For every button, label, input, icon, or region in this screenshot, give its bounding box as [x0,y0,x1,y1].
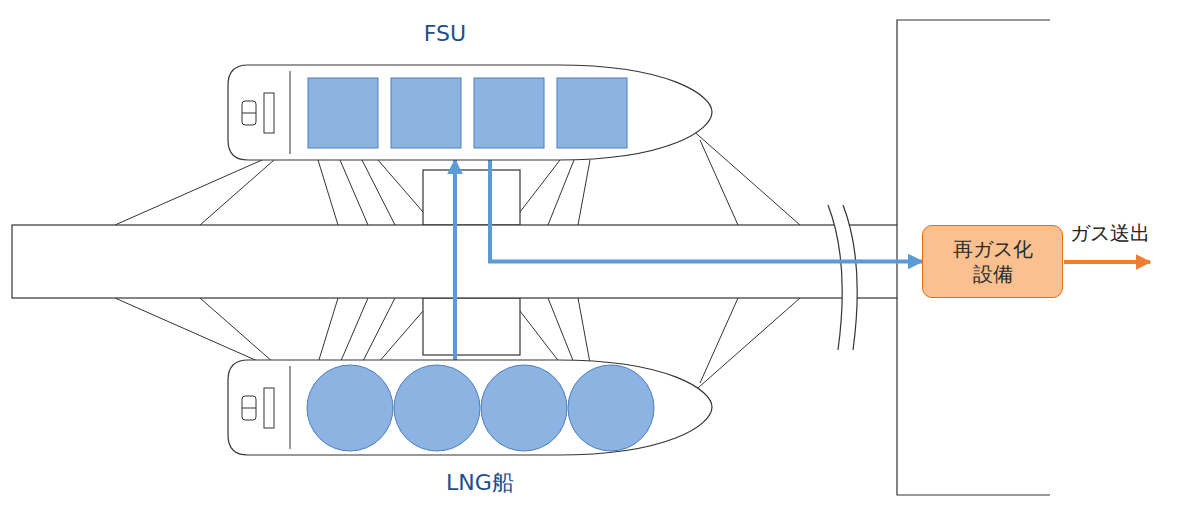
ship-outline [228,65,712,160]
box-label: 再ガス化 設備 [945,237,1041,287]
lng-flow-arrow [453,160,457,360]
ship-node: LNG船 [228,360,712,455]
tanks [307,365,654,451]
break-mark [828,205,857,350]
ship-name: LNG船 [430,468,530,498]
gas-outflow-arrow [1064,260,1150,264]
output-label: ガス送出 [1070,220,1150,247]
process-box: 再ガス化 設備 [922,225,1063,298]
lng-flow-arrow [490,160,922,262]
tanks [308,78,627,148]
shore-outline [897,20,1050,495]
ship-name: FSU [395,21,495,46]
ship-node: FSU [228,65,712,160]
ship-outline [228,360,712,455]
